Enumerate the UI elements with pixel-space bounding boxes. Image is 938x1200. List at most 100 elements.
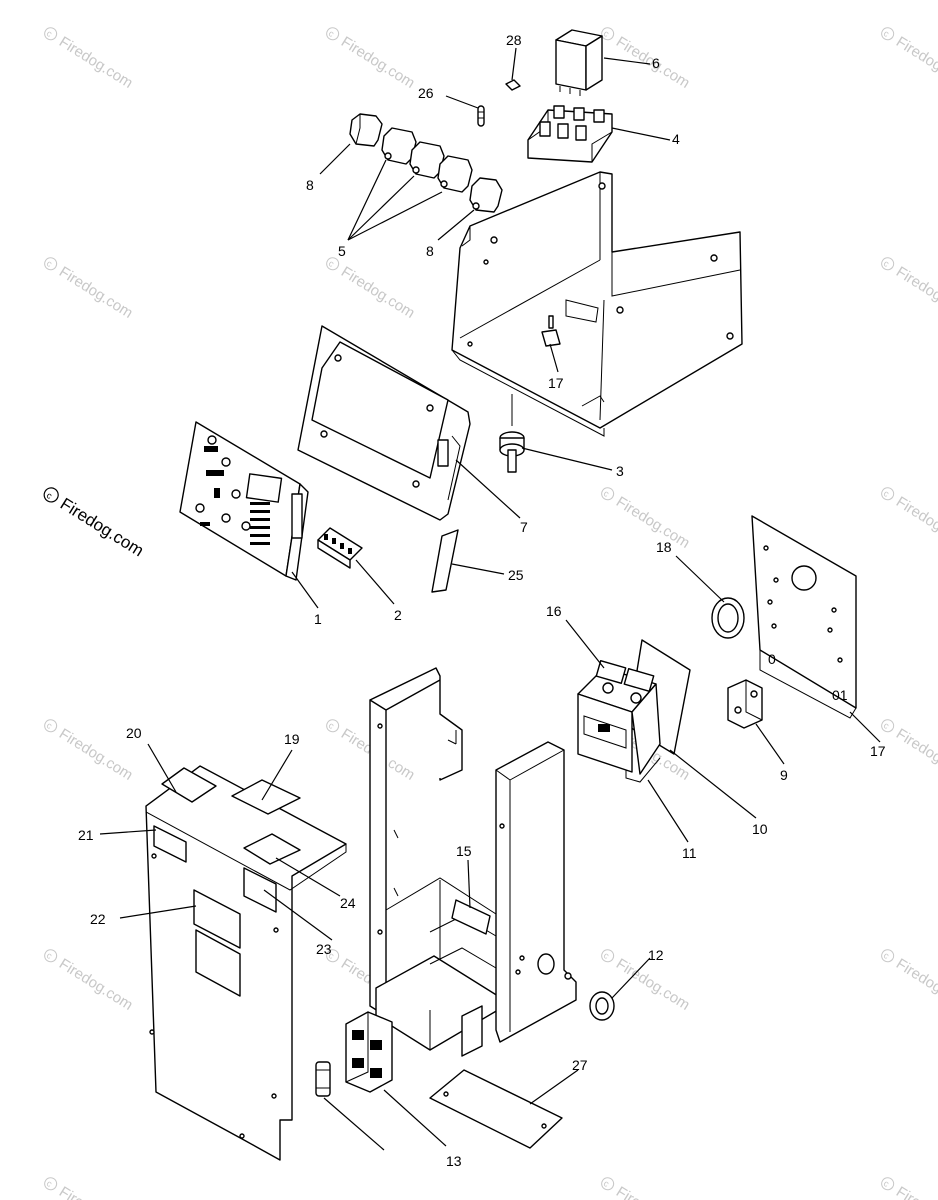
back-plate: 0 01 bbox=[751, 515, 857, 719]
watermark: Firedog.com c bbox=[44, 949, 136, 1014]
callout-8-left: 8 bbox=[306, 177, 314, 193]
part-17-standoff-top bbox=[541, 315, 561, 347]
svg-text:Firedog.com: Firedog.com bbox=[338, 263, 418, 322]
watermark: Firedog.com c bbox=[881, 949, 938, 1014]
watermark: Firedog.com c bbox=[44, 257, 136, 322]
part-25-bar bbox=[431, 529, 459, 593]
callout-6: 6 bbox=[652, 55, 660, 71]
watermark: Firedog.com c bbox=[44, 1177, 136, 1200]
callout-7: 7 bbox=[520, 519, 528, 535]
svg-text:Firedog.com: Firedog.com bbox=[893, 33, 938, 92]
callout-8-right: 8 bbox=[426, 243, 434, 259]
callout-18: 18 bbox=[656, 539, 672, 555]
callout-25: 25 bbox=[508, 567, 524, 583]
svg-text:Firedog.com: Firedog.com bbox=[56, 33, 136, 92]
watermark: Firedog.com c bbox=[601, 487, 693, 552]
part-1-control-panel bbox=[179, 421, 309, 581]
callout-20: 20 bbox=[126, 725, 142, 741]
watermark: Firedog.com c bbox=[44, 719, 136, 784]
callout-15: 15 bbox=[456, 843, 472, 859]
part-16-11-contactor bbox=[577, 660, 661, 783]
svg-text:Firedog.com: Firedog.com bbox=[56, 955, 136, 1014]
leader-lines bbox=[99, 47, 881, 1151]
copyright-symbol: c bbox=[602, 28, 612, 39]
callout-28: 28 bbox=[506, 32, 522, 48]
callout-27: 27 bbox=[572, 1057, 588, 1073]
callout-2: 2 bbox=[394, 607, 402, 623]
svg-text:01: 01 bbox=[832, 687, 848, 703]
watermark: Firedog.com c bbox=[44, 27, 136, 92]
copyright-symbol: c bbox=[602, 950, 612, 961]
svg-text:Firedog.com: Firedog.com bbox=[613, 1183, 693, 1200]
callout-labels: 28 26 6 4 8 5 8 17 3 7 1 2 25 18 16 17 9… bbox=[78, 32, 886, 1169]
lower-chassis bbox=[369, 667, 577, 1057]
part-18-gasket bbox=[711, 597, 745, 639]
watermark: Firedog.com c bbox=[881, 487, 938, 552]
fuse bbox=[315, 1061, 331, 1097]
callout-24: 24 bbox=[340, 895, 356, 911]
copyright-symbol: c bbox=[882, 1178, 892, 1189]
callout-12: 12 bbox=[648, 947, 664, 963]
copyright-symbol: c bbox=[45, 720, 55, 731]
svg-text:Firedog.com: Firedog.com bbox=[893, 263, 938, 322]
svg-text:Firedog.com: Firedog.com bbox=[56, 1183, 136, 1200]
part-3-post bbox=[499, 394, 525, 473]
part-4-relay-socket bbox=[527, 105, 613, 163]
copyright-symbol: c bbox=[327, 28, 337, 39]
callout-26: 26 bbox=[418, 85, 434, 101]
cover-panel bbox=[145, 765, 347, 1161]
part-13-fuse-holder bbox=[345, 1011, 393, 1093]
copyright-symbol: c bbox=[327, 258, 337, 269]
svg-text:Firedog.com: Firedog.com bbox=[893, 1183, 938, 1200]
svg-text:Firedog.com: Firedog.com bbox=[893, 955, 938, 1014]
svg-text:Firedog.com: Firedog.com bbox=[57, 494, 147, 560]
svg-text:Firedog.com: Firedog.com bbox=[893, 493, 938, 552]
callout-9: 9 bbox=[780, 767, 788, 783]
callout-21: 21 bbox=[78, 827, 94, 843]
watermark-main: Firedog.com c bbox=[43, 487, 147, 560]
copyright-symbol: c bbox=[45, 28, 55, 39]
svg-text:Firedog.com: Firedog.com bbox=[56, 263, 136, 322]
part-12-gasket-ring bbox=[589, 991, 615, 1021]
copyright-symbol: c bbox=[45, 490, 55, 501]
svg-text:Firedog.com: Firedog.com bbox=[613, 493, 693, 552]
watermark: Firedog.com c bbox=[881, 27, 938, 92]
watermark: Firedog.com c bbox=[326, 27, 418, 92]
watermark: Firedog.com c bbox=[601, 27, 693, 92]
part-27-plate bbox=[429, 1069, 563, 1149]
callout-22: 22 bbox=[90, 911, 106, 927]
callout-4: 4 bbox=[672, 131, 680, 147]
part-26-spring bbox=[477, 105, 485, 127]
svg-text:Firedog.com: Firedog.com bbox=[56, 725, 136, 784]
copyright-symbol: c bbox=[327, 950, 337, 961]
copyright-symbol: c bbox=[45, 1178, 55, 1189]
copyright-symbol: c bbox=[882, 950, 892, 961]
callout-23: 23 bbox=[316, 941, 332, 957]
svg-text:Firedog.com: Firedog.com bbox=[893, 725, 938, 784]
copyright-symbol: c bbox=[45, 258, 55, 269]
callout-17-right: 17 bbox=[870, 743, 886, 759]
copyright-symbol: c bbox=[882, 28, 892, 39]
part-5-terminal-block-c bbox=[437, 155, 473, 193]
watermark: Firedog.com c bbox=[601, 1177, 693, 1200]
copyright-symbol: c bbox=[602, 488, 612, 499]
part-8-terminal-end-left bbox=[349, 113, 383, 147]
part-8-terminal-end-right bbox=[469, 177, 503, 213]
copyright-symbol: c bbox=[602, 1178, 612, 1189]
copyright-symbol: c bbox=[882, 488, 892, 499]
watermark: Firedog.com c bbox=[881, 1177, 938, 1200]
svg-text:0: 0 bbox=[768, 651, 776, 667]
callout-10: 10 bbox=[752, 821, 768, 837]
callout-11: 11 bbox=[682, 845, 697, 861]
part-2-terminal-strip bbox=[317, 527, 363, 569]
part-6-relay bbox=[555, 29, 603, 96]
watermark: Firedog.com c bbox=[326, 257, 418, 322]
callout-16: 16 bbox=[546, 603, 562, 619]
part-28-pin bbox=[505, 79, 521, 91]
svg-text:Firedog.com: Firedog.com bbox=[338, 33, 418, 92]
part-7-front-frame bbox=[297, 325, 471, 521]
callout-1: 1 bbox=[314, 611, 322, 627]
callout-3: 3 bbox=[616, 463, 624, 479]
